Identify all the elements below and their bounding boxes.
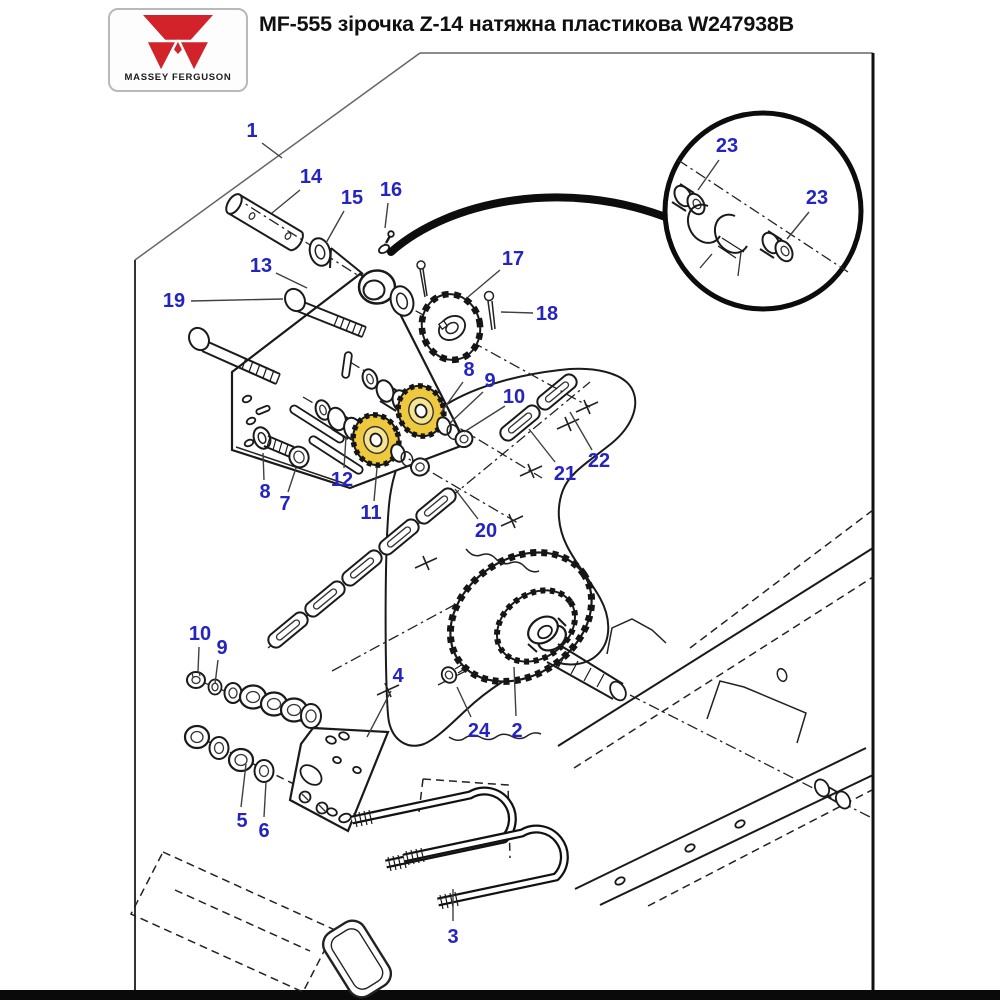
detail-leader-swoosh <box>387 193 672 256</box>
brand-name: MASSEY FERGUSON <box>124 72 232 83</box>
output-shaft <box>546 643 627 702</box>
chain-link <box>378 518 420 556</box>
roller-chain <box>267 373 591 649</box>
thrust-washer <box>389 285 415 317</box>
chain-link <box>304 580 346 618</box>
pivot-pin <box>225 193 304 252</box>
hardware-row-lower <box>183 724 275 783</box>
mounting-plate-4 <box>288 726 390 833</box>
frame-rails <box>557 509 874 907</box>
square-tube-phantom <box>129 851 393 999</box>
bushing-23 <box>671 183 706 216</box>
plate-washer-8 <box>252 426 272 450</box>
mount-assembly <box>183 602 569 910</box>
u-bolt <box>351 786 517 872</box>
hardware-row-upper <box>186 671 322 729</box>
flex-boot-cap <box>321 919 393 999</box>
carriage-bolt <box>188 326 281 385</box>
chain-pivot-marks <box>376 399 599 698</box>
drive-sprocket-assembly <box>437 549 627 702</box>
axle-center-line <box>629 694 873 819</box>
detail-circle <box>662 110 864 312</box>
carriage-bolt <box>284 287 367 338</box>
rail-bracket-small <box>606 618 667 655</box>
idler-axis-lower <box>314 399 430 477</box>
chain-link <box>536 373 578 411</box>
rail-bracket-large <box>706 680 807 744</box>
callout-leaders <box>190 142 810 921</box>
page-bottom-bar <box>0 990 1000 1000</box>
chain-wrap-waves <box>448 548 542 741</box>
brand-logo: MASSEY FERGUSON <box>108 8 248 92</box>
idler-sprocket-17 <box>418 290 484 364</box>
spacer-pipe <box>813 778 852 810</box>
cotter-pin-18 <box>483 290 496 331</box>
hub-bolt <box>440 663 467 684</box>
bushing-bore-section <box>686 203 748 277</box>
u-bolt <box>403 824 569 910</box>
chain-link <box>499 404 541 442</box>
drawing-frame <box>0 52 1000 1000</box>
grease-fitting <box>378 230 395 254</box>
plate-bolt-7 <box>263 435 310 469</box>
chain-link <box>415 487 457 525</box>
bushing-23 <box>759 230 794 263</box>
pivot-washer <box>308 237 332 267</box>
cotter-pin <box>416 260 428 298</box>
sprocket-hub <box>527 615 567 653</box>
chain-link <box>341 549 383 587</box>
chain-link <box>267 611 309 649</box>
tensioner-bracket-assembly <box>188 193 591 524</box>
massey-ferguson-triangles-icon <box>143 15 213 70</box>
page-title: MF-555 зірочка Z-14 натяжна пластикова W… <box>259 12 794 36</box>
idler-axis-upper <box>361 368 474 449</box>
